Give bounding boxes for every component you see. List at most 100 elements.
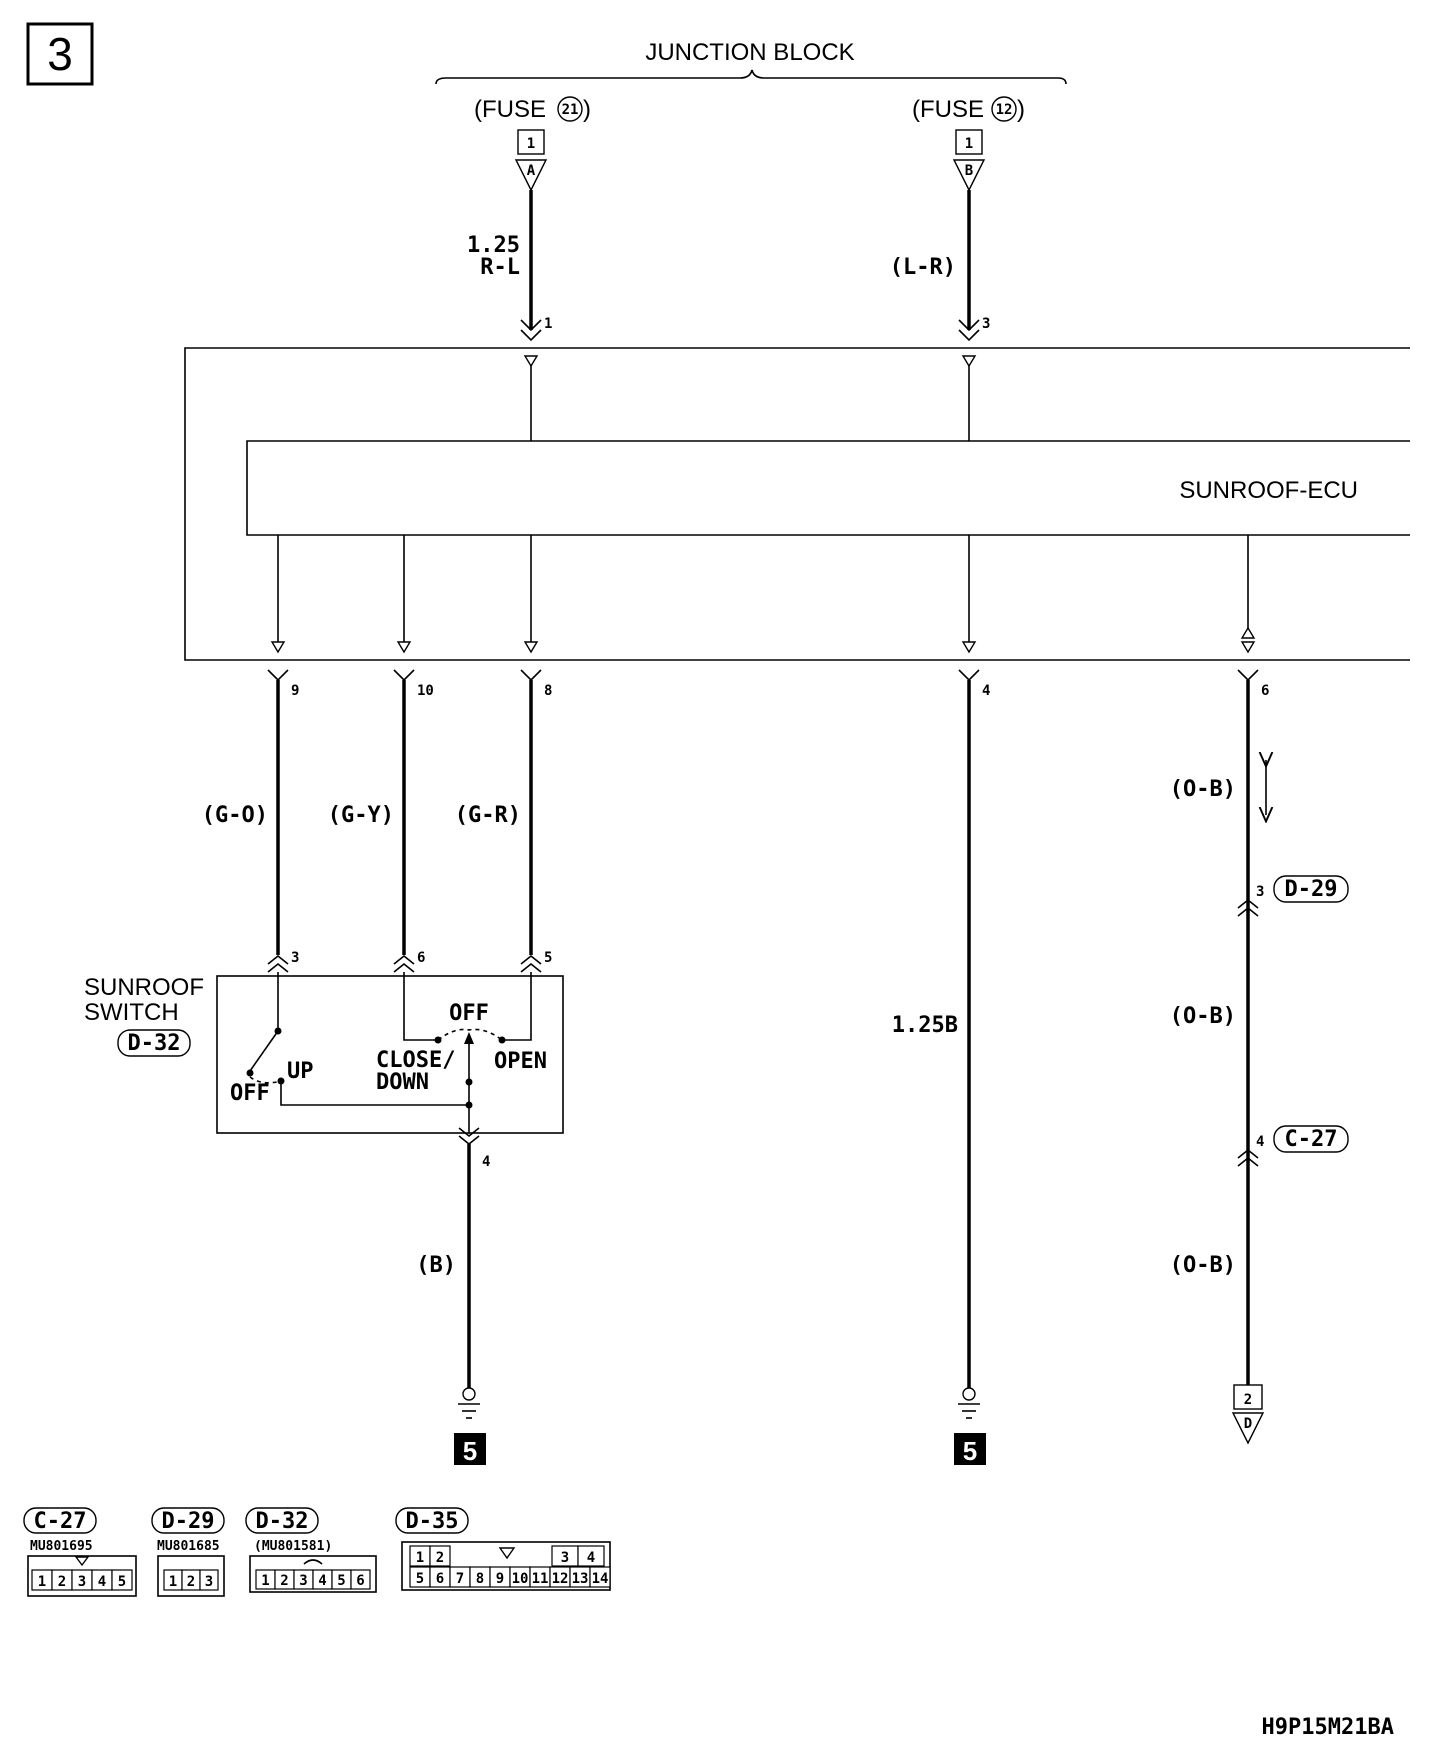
wire-o-b-label-1: (O-B) bbox=[1170, 777, 1236, 802]
junction-block-title: JUNCTION BLOCK bbox=[645, 39, 854, 66]
switch-pin-4-label: 4 bbox=[482, 1154, 490, 1170]
tilt-switch-lever bbox=[249, 1030, 279, 1072]
fuse-12-feed: (FUSE 12 ) 1 B (L-R) 3 bbox=[890, 96, 1025, 342]
connector-view-d35-shell bbox=[401, 1541, 611, 1591]
switch-pin-6-label: 6 bbox=[417, 950, 425, 966]
ground-terminal-switch bbox=[462, 1387, 476, 1401]
wire-g-r-label: (G-R) bbox=[455, 803, 521, 828]
slide-switch-down-label: DOWN bbox=[376, 1070, 429, 1095]
ecu-bidir-marker-up bbox=[1240, 626, 1256, 639]
connector-view-d32-badge bbox=[245, 1507, 319, 1534]
sunroof-switch-title-2: SWITCH bbox=[84, 999, 179, 1026]
continuation-terminal-letter: D bbox=[1244, 1416, 1252, 1432]
connector-d32-pin-6: 6 bbox=[356, 1573, 364, 1589]
inline-connector-d29-badge bbox=[1273, 875, 1349, 903]
ecu-pin-9-label: 9 bbox=[291, 683, 299, 699]
sunroof-switch-box bbox=[216, 975, 564, 1134]
ecu-output-marker-4 bbox=[961, 641, 977, 654]
connector-view-c27-part: MU801695 bbox=[30, 1539, 93, 1554]
ecu-pin-3-label: 3 bbox=[982, 316, 990, 332]
slide-switch-open-label: OPEN bbox=[494, 1049, 547, 1074]
slide-switch-link bbox=[437, 1028, 503, 1041]
connector-c27-pin-3: 3 bbox=[78, 1574, 86, 1590]
fuse-12-terminal-triangle bbox=[952, 159, 986, 192]
switch-pin-3-label: 3 bbox=[291, 950, 299, 966]
sunroof-ecu-outline bbox=[246, 440, 1410, 536]
fuse-12-label: (FUSE bbox=[912, 96, 984, 123]
connector-d32-pin-4: 4 bbox=[318, 1573, 326, 1589]
slide-switch-close-label: CLOSE/ bbox=[376, 1048, 455, 1073]
fuse-12-wire-color: (L-R) bbox=[890, 255, 956, 280]
ecu-bottom-pins: 9 10 8 4 6 bbox=[267, 669, 1269, 699]
connector-d35-pin-5: 5 bbox=[416, 1571, 424, 1587]
connector-view-d29-name: D-29 bbox=[162, 1509, 215, 1534]
inline-connector-c27-badge bbox=[1273, 1125, 1349, 1153]
connector-d35-pin-10: 10 bbox=[512, 1571, 529, 1587]
ground-wire-ecu: 1.25B 5 bbox=[892, 680, 986, 1466]
ecu-pin-8-label: 8 bbox=[544, 683, 552, 699]
switch-pin-5-label: 5 bbox=[544, 950, 552, 966]
ground-page-ref-ecu-number: 5 bbox=[963, 1436, 977, 1466]
fuse-21-number-circle bbox=[557, 96, 583, 122]
fuse-12-close: ) bbox=[1017, 96, 1025, 123]
wire-o-b-label-2: (O-B) bbox=[1170, 1004, 1236, 1029]
connector-d32-pin-5: 5 bbox=[337, 1573, 345, 1589]
wire-b-label: (B) bbox=[416, 1253, 456, 1278]
wire-g-y-label: (G-Y) bbox=[328, 803, 394, 828]
internal-feeds bbox=[523, 355, 977, 441]
connector-view-d29-shell bbox=[157, 1555, 225, 1597]
fuse-21-terminal-letter: A bbox=[527, 163, 536, 179]
ground-page-ref-ecu bbox=[954, 1433, 986, 1465]
continuation-connector-number: 2 bbox=[1244, 1392, 1252, 1408]
slide-switch-contact bbox=[464, 1032, 474, 1044]
slide-switch-off-label: OFF bbox=[449, 1001, 489, 1026]
inline-connector-c27-symbol bbox=[1237, 1148, 1259, 1167]
connector-view-c27-name: C-27 bbox=[34, 1509, 87, 1534]
fuse-21-close: ) bbox=[583, 96, 591, 123]
connector-d29-pin-1: 1 bbox=[169, 1574, 177, 1590]
connector-view-c27-badge bbox=[23, 1507, 97, 1534]
connector-d35-pin-13: 13 bbox=[572, 1571, 589, 1587]
fuse-21-label: (FUSE bbox=[474, 96, 546, 123]
connector-d35-pin-8: 8 bbox=[476, 1571, 484, 1587]
connector-d29-pin-2: 2 bbox=[187, 1574, 195, 1590]
connector-d29-bottom-cell-3 bbox=[199, 1569, 219, 1591]
inline-connector-d29-name: D-29 bbox=[1285, 877, 1338, 902]
fuse-21-terminal-triangle bbox=[514, 159, 548, 192]
tilt-switch-up-label: UP bbox=[287, 1059, 314, 1084]
connector-d35-pin-11: 11 bbox=[532, 1571, 549, 1587]
fuse-12-connector-number: 1 bbox=[965, 136, 973, 152]
connector-c27-pin-2: 2 bbox=[58, 1574, 66, 1590]
inline-connector-c27-name: C-27 bbox=[1285, 1127, 1338, 1152]
inline-connector-d29-symbol bbox=[1237, 898, 1259, 917]
connector-view-c27-shell bbox=[27, 1555, 137, 1597]
ecu-output-marker-9 bbox=[270, 641, 286, 654]
ecu-pin-3-connector bbox=[958, 319, 980, 342]
fuse-21-connector-box bbox=[517, 129, 545, 155]
fuse-21-number: 21 bbox=[562, 102, 579, 118]
ecu-outputs bbox=[270, 535, 1256, 654]
connector-d35-pin-3: 3 bbox=[561, 1550, 569, 1566]
continuation-connector-box bbox=[1233, 1384, 1263, 1410]
connector-d35-pin-9: 9 bbox=[496, 1571, 504, 1587]
sunroof-switch-title-1: SUNROOF bbox=[84, 974, 204, 1001]
fuse-12-number: 12 bbox=[996, 102, 1013, 118]
connector-view-d29-badge bbox=[151, 1507, 225, 1534]
connector-d32-bottom-cell-6 bbox=[350, 1569, 371, 1590]
connector-d35-pin-12: 12 bbox=[552, 1571, 569, 1587]
wire-g-o-label: (G-O) bbox=[202, 803, 268, 828]
connector-view-d35-name: D-35 bbox=[406, 1509, 459, 1534]
connector-d35-top-right-cell-4 bbox=[577, 1545, 605, 1567]
fuse-21-wire-size: 1.25 bbox=[467, 233, 520, 258]
connector-c27-pin-1: 1 bbox=[38, 1574, 46, 1590]
connector-view-d32-shell bbox=[249, 1555, 377, 1593]
sunroof-switch: SUNROOF SWITCH D-32 3 6 5 UP OFF OFF CLO… bbox=[84, 950, 564, 1466]
inline-connector-c27-pin: 4 bbox=[1256, 1134, 1264, 1150]
comm-wire: (O-B) 3 D-29 (O-B) 4 C-27 (O-B) 2 D bbox=[1170, 680, 1349, 1445]
connector-c27-bottom-cell-5 bbox=[111, 1569, 133, 1591]
connector-d35-pin-7: 7 bbox=[456, 1571, 464, 1587]
ecu-bidir-marker-down bbox=[1240, 641, 1256, 654]
connector-d32-pin-2: 2 bbox=[280, 1573, 288, 1589]
